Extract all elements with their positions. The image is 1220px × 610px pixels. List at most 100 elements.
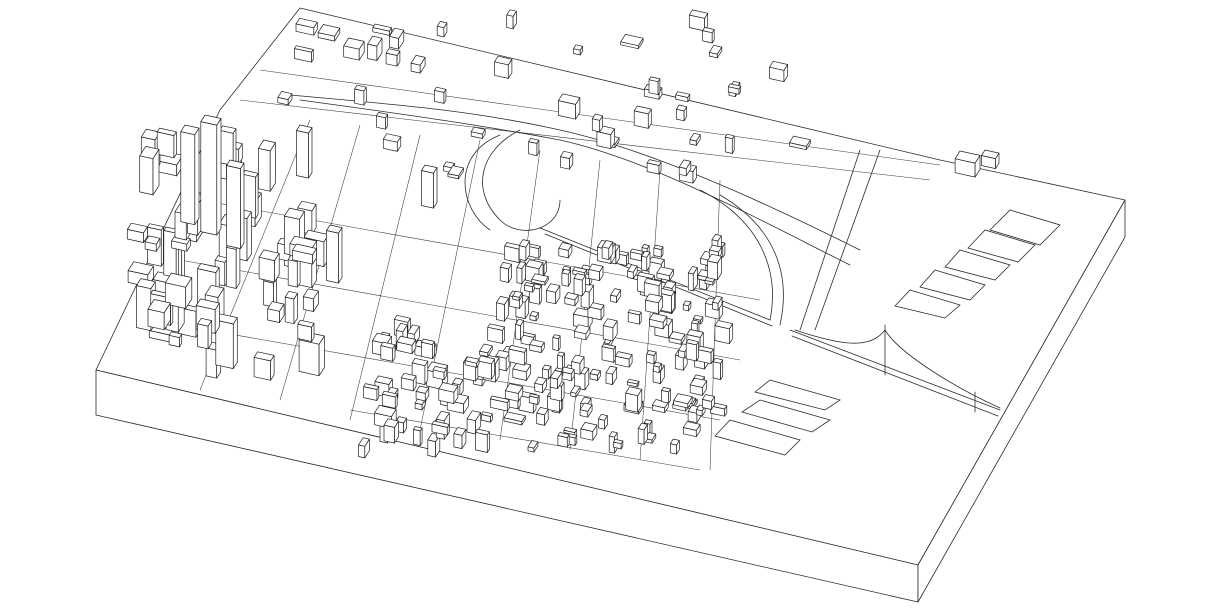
building <box>789 135 811 151</box>
building <box>215 313 238 369</box>
building <box>571 354 585 375</box>
building <box>413 426 423 446</box>
building <box>253 351 275 381</box>
building <box>226 241 241 289</box>
building <box>477 355 495 380</box>
building <box>295 17 318 36</box>
building <box>496 296 509 322</box>
building <box>499 262 512 283</box>
building <box>297 319 315 342</box>
building <box>629 248 644 262</box>
building <box>139 146 160 196</box>
building <box>558 93 581 120</box>
building <box>487 323 505 344</box>
building <box>284 290 298 325</box>
building <box>954 150 981 178</box>
building <box>646 350 657 365</box>
building <box>981 149 1000 169</box>
building <box>380 341 396 362</box>
building <box>516 261 527 285</box>
building <box>470 126 486 139</box>
building <box>292 243 317 265</box>
building <box>372 23 392 36</box>
building <box>712 295 723 311</box>
building <box>643 278 663 300</box>
bay-bridge <box>789 324 1001 417</box>
building <box>656 266 674 281</box>
building <box>564 292 579 307</box>
building <box>689 377 708 396</box>
building <box>573 324 591 341</box>
building <box>294 45 314 63</box>
building <box>515 318 525 341</box>
building <box>687 266 698 292</box>
building <box>645 293 663 315</box>
building <box>653 361 662 373</box>
building <box>376 112 388 130</box>
piers <box>714 209 1061 456</box>
building <box>343 37 365 61</box>
building <box>688 9 709 32</box>
building <box>410 55 426 74</box>
building <box>367 35 383 61</box>
building <box>661 387 671 404</box>
building <box>504 383 524 402</box>
building <box>641 250 651 272</box>
building <box>200 114 222 236</box>
building <box>431 420 450 436</box>
building <box>296 124 313 179</box>
building <box>400 372 417 392</box>
building <box>534 376 547 394</box>
building <box>558 242 573 259</box>
building <box>385 48 401 67</box>
building <box>546 283 561 305</box>
building <box>382 133 402 152</box>
building <box>627 309 642 325</box>
building <box>769 60 788 83</box>
building <box>363 383 380 401</box>
building <box>685 339 699 362</box>
freeway-interchange <box>289 94 881 331</box>
building <box>524 282 535 293</box>
building <box>591 113 603 133</box>
building <box>712 357 724 380</box>
building <box>648 76 661 96</box>
building <box>675 91 691 103</box>
building <box>573 307 593 330</box>
building <box>415 385 430 402</box>
building <box>508 345 528 366</box>
building <box>536 407 549 426</box>
building <box>168 331 183 348</box>
building <box>620 34 644 50</box>
building <box>481 411 493 423</box>
building <box>602 318 618 342</box>
building <box>432 366 447 381</box>
building <box>702 394 715 410</box>
building <box>389 27 405 50</box>
building <box>298 331 325 377</box>
building <box>542 364 552 380</box>
building <box>573 44 583 56</box>
building <box>436 21 448 38</box>
building <box>438 382 459 404</box>
building <box>601 343 616 363</box>
building <box>226 159 245 249</box>
building <box>702 27 715 44</box>
building <box>708 44 723 59</box>
building <box>527 440 539 453</box>
building <box>144 235 161 252</box>
building <box>646 159 662 175</box>
building <box>475 428 490 453</box>
building <box>512 290 523 301</box>
base-right-face <box>917 199 1126 603</box>
building <box>258 249 280 283</box>
building <box>164 272 193 309</box>
building <box>724 133 735 154</box>
building <box>682 300 692 312</box>
building <box>560 150 574 170</box>
building <box>673 393 693 409</box>
building <box>589 368 601 381</box>
building <box>494 55 513 79</box>
building <box>506 9 517 30</box>
